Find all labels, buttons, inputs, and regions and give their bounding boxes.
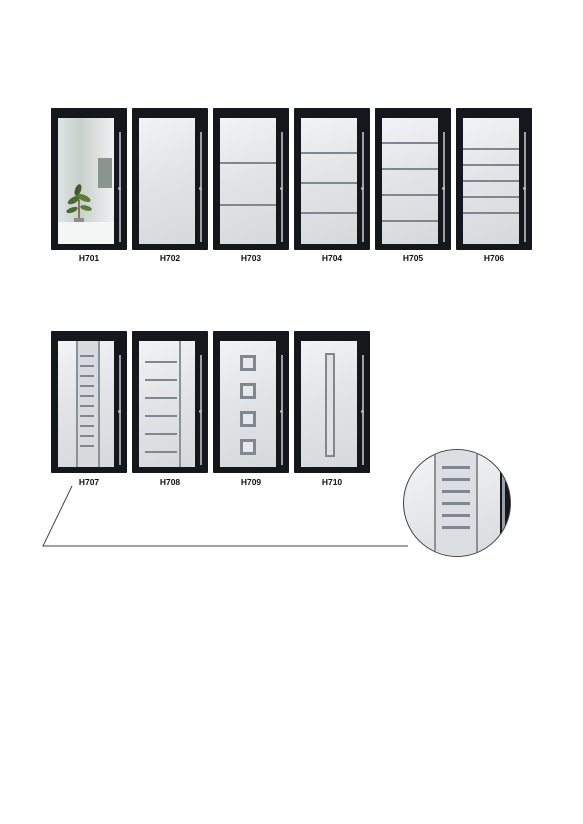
door-label: H701: [78, 253, 100, 263]
door-panel: [220, 341, 276, 467]
steel-stripe: [145, 433, 177, 435]
steel-stripe: [382, 168, 438, 170]
door-h710[interactable]: [294, 331, 370, 473]
door-panel: [220, 118, 276, 244]
lock-icon: [361, 187, 364, 190]
steel-stripe: [442, 526, 470, 529]
door-h707[interactable]: [51, 331, 127, 473]
steel-stripe: [442, 514, 470, 517]
steel-stripe: [382, 194, 438, 196]
door-label: H705: [402, 253, 424, 263]
door-h705[interactable]: [375, 108, 451, 250]
zoom-handle: [502, 450, 505, 556]
steel-stripe: [442, 502, 470, 505]
interior-frame: [98, 158, 112, 188]
door-h709[interactable]: [213, 331, 289, 473]
steel-stripe: [80, 395, 94, 397]
steel-stripe: [382, 220, 438, 222]
door-h704[interactable]: [294, 108, 370, 250]
door-label: H708: [159, 477, 181, 487]
steel-stripe: [442, 490, 470, 493]
steel-stripe: [301, 152, 357, 154]
door-label: H709: [240, 477, 262, 487]
door-label: H703: [240, 253, 262, 263]
square-inlay: [240, 439, 256, 455]
steel-stripe: [80, 445, 94, 447]
door-panel: [139, 341, 195, 467]
vertical-divider: [179, 341, 181, 467]
door-panel: [463, 118, 519, 244]
zoom-frame-edge: [500, 450, 510, 556]
steel-stripe: [301, 212, 357, 214]
steel-stripe: [145, 361, 177, 363]
door-panel: [139, 118, 195, 244]
steel-stripe: [145, 451, 177, 453]
lock-icon: [118, 410, 121, 413]
door-label: H704: [321, 253, 343, 263]
steel-stripe: [145, 397, 177, 399]
steel-stripe: [80, 435, 94, 437]
lock-icon: [199, 187, 202, 190]
steel-stripe: [80, 415, 94, 417]
door-panel: [301, 341, 357, 467]
steel-stripe: [382, 142, 438, 144]
plant-image: [66, 178, 92, 226]
steel-stripe: [80, 385, 94, 387]
lock-icon: [199, 410, 202, 413]
door-label: H710: [321, 477, 343, 487]
door-h706[interactable]: [456, 108, 532, 250]
steel-stripe: [463, 196, 519, 198]
lock-icon: [280, 187, 283, 190]
steel-stripe: [442, 478, 470, 481]
door-panel: [58, 341, 114, 467]
door-h708[interactable]: [132, 331, 208, 473]
steel-stripe: [301, 182, 357, 184]
steel-stripe: [463, 212, 519, 214]
steel-stripe: [80, 365, 94, 367]
square-inlay: [240, 411, 256, 427]
square-inlay: [240, 383, 256, 399]
lock-icon: [361, 410, 364, 413]
door-label: H706: [483, 253, 505, 263]
door-label: H707: [78, 477, 100, 487]
door-label: H702: [159, 253, 181, 263]
steel-stripe: [220, 204, 276, 206]
lock-icon: [442, 187, 445, 190]
steel-stripe: [145, 379, 177, 381]
steel-stripe: [442, 466, 470, 469]
door-glass-panel: [58, 118, 114, 244]
door-h702[interactable]: [132, 108, 208, 250]
zoom-detail-circle: [404, 450, 510, 556]
door-panel: [382, 118, 438, 244]
floor-reflection: [58, 222, 114, 244]
steel-stripe: [220, 162, 276, 164]
door-panel: [301, 118, 357, 244]
door-h701[interactable]: [51, 108, 127, 250]
lock-icon: [523, 187, 526, 190]
steel-stripe: [463, 148, 519, 150]
square-inlay: [240, 355, 256, 371]
steel-stripe: [80, 355, 94, 357]
steel-stripe: [463, 180, 519, 182]
steel-stripe: [80, 405, 94, 407]
steel-stripe: [80, 375, 94, 377]
lock-icon: [280, 410, 283, 413]
vertical-slot-inlay: [325, 353, 335, 457]
steel-stripe: [80, 425, 94, 427]
steel-stripe: [463, 164, 519, 166]
steel-stripe: [145, 415, 177, 417]
door-h703[interactable]: [213, 108, 289, 250]
lock-icon: [118, 187, 121, 190]
